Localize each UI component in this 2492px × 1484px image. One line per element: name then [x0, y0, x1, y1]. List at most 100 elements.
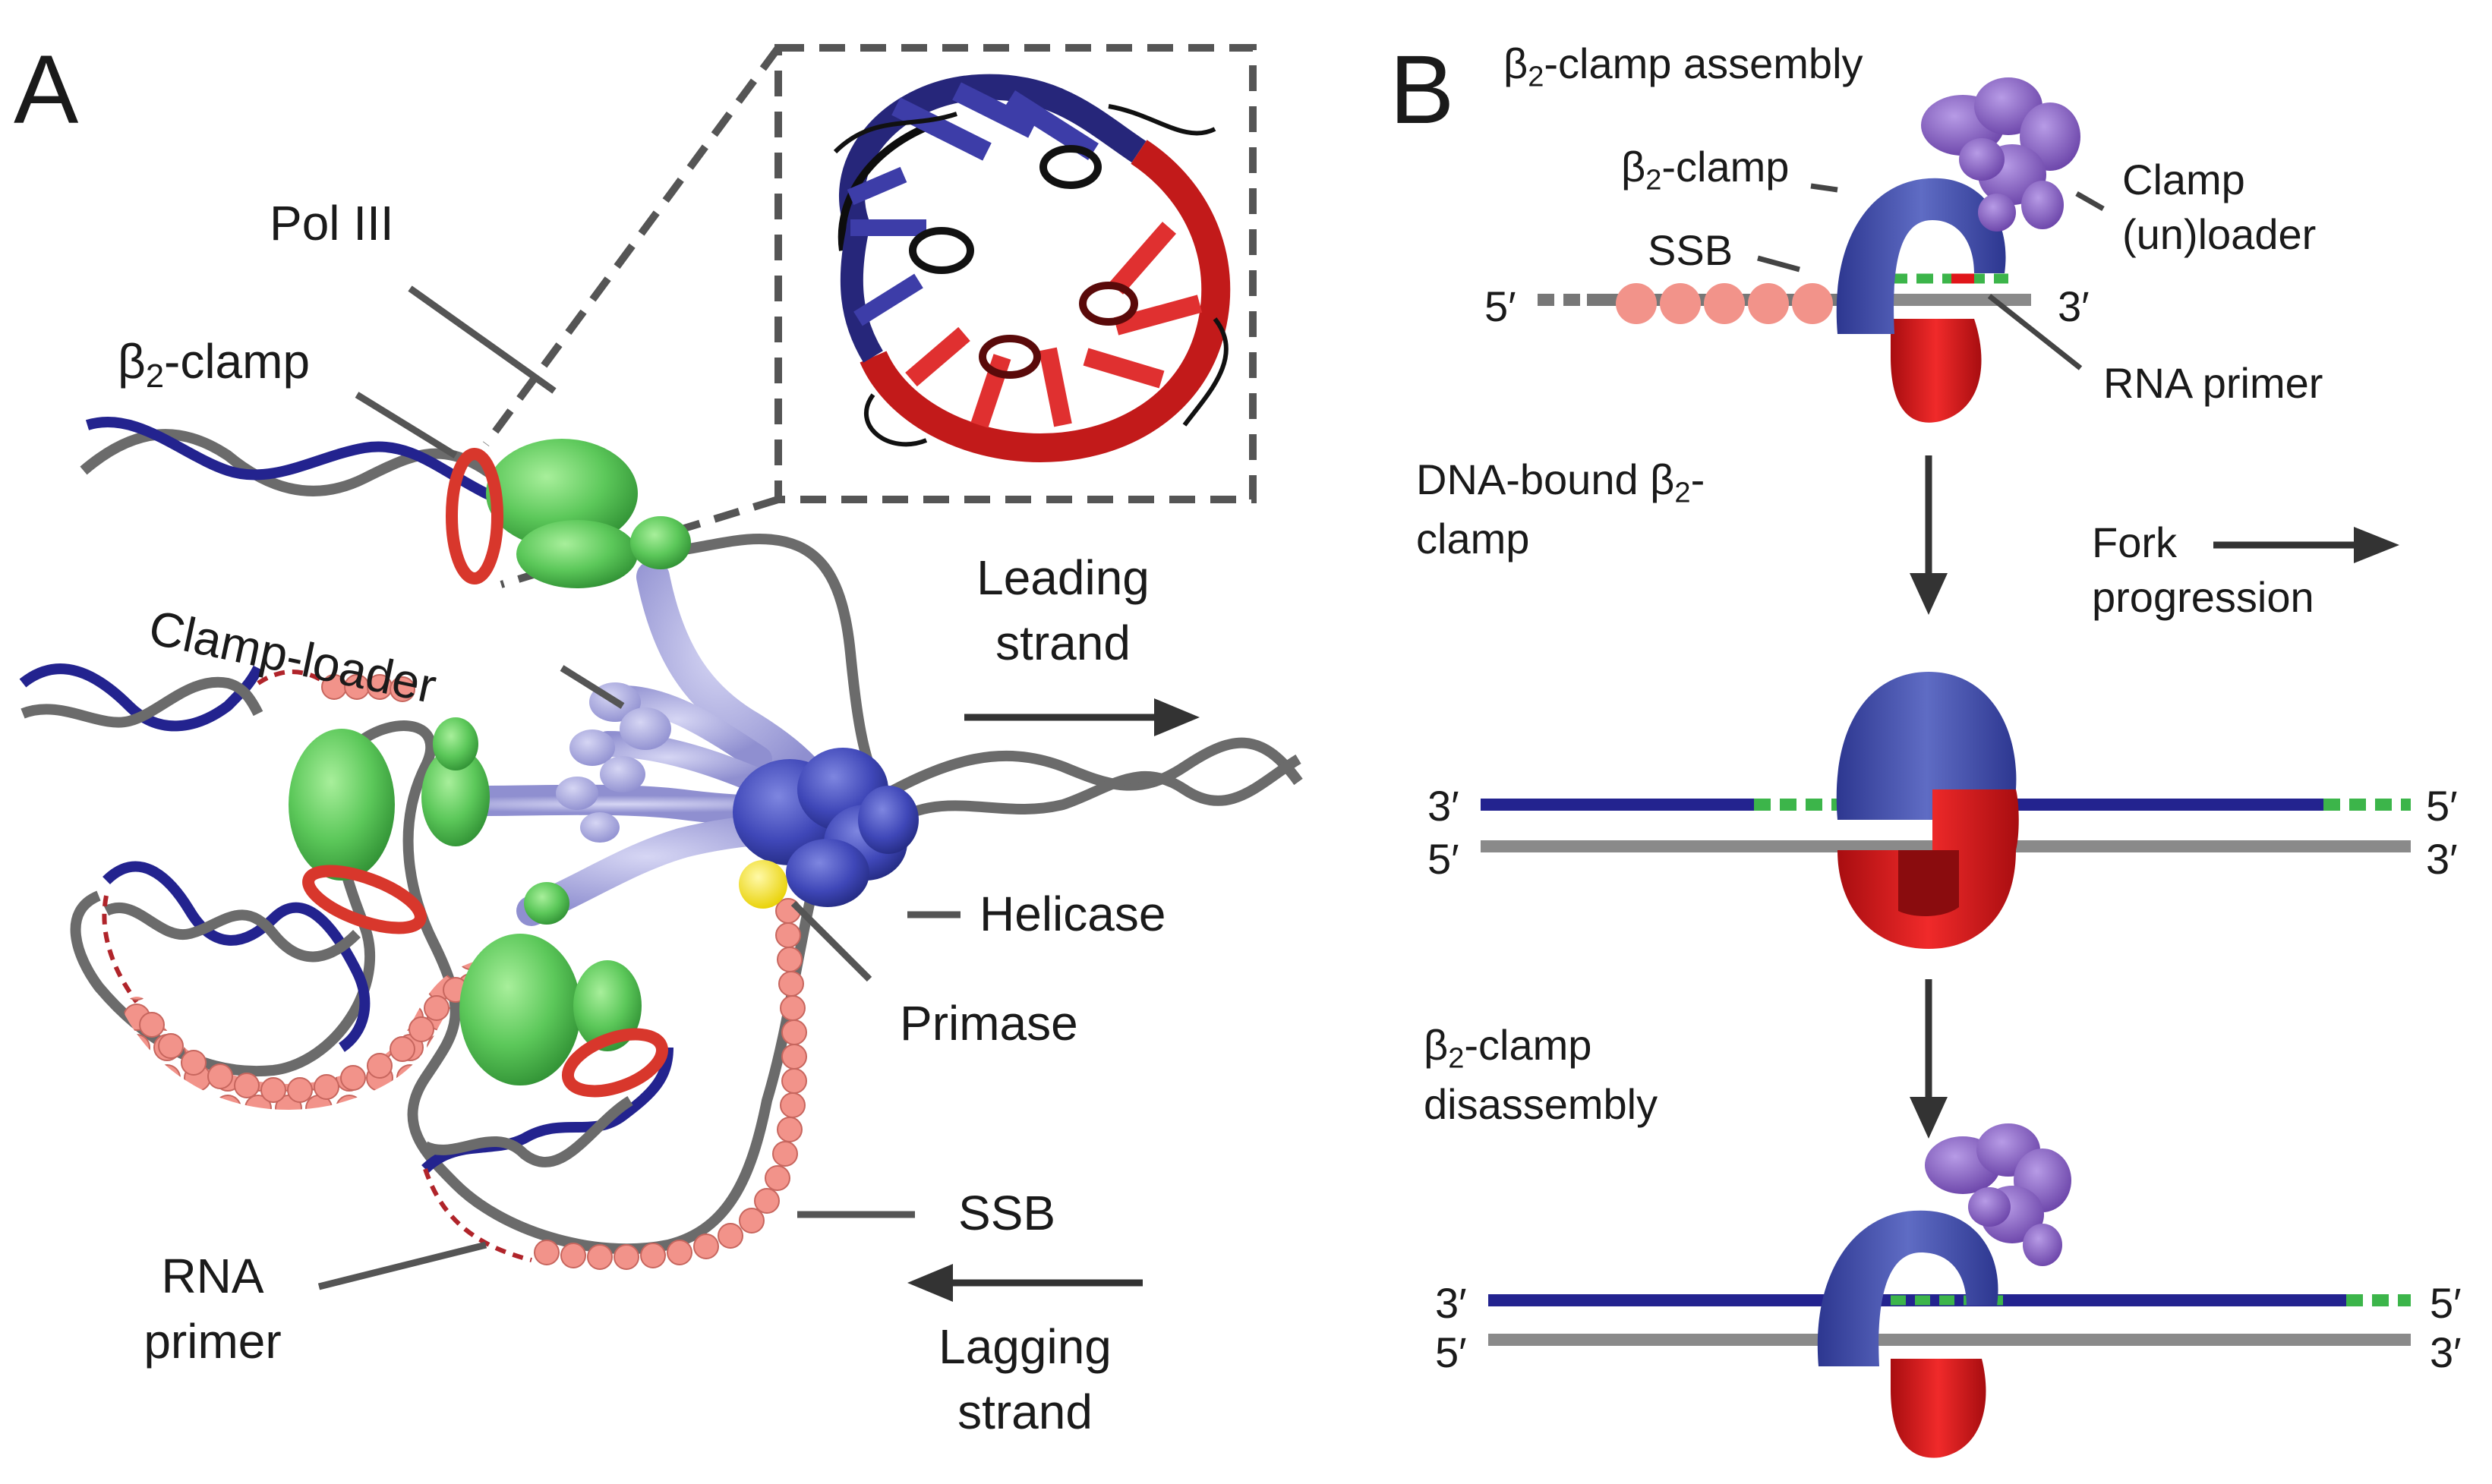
fork-progression-arrowhead: [2354, 527, 2399, 563]
pol3-leading: [486, 439, 691, 588]
helicase-hexamer: [733, 748, 919, 907]
clamp-unloader-label-line1: Clamp: [2122, 156, 2245, 203]
disassembly-label-prefix: β: [1424, 1021, 1449, 1069]
assembly-stage: [1538, 77, 2105, 423]
assembly-title-sub: 2: [1528, 61, 1544, 93]
assembly-title-prefix: β: [1503, 39, 1528, 87]
leading-strand-label-line2: strand: [995, 615, 1131, 670]
five-prime-top: 5′: [1484, 282, 1516, 330]
disassembly-label-line2: disassembly: [1424, 1080, 1658, 1129]
rna-primer-label-a-line2: primer: [144, 1313, 282, 1369]
rna-primer-label-b: RNA primer: [2103, 359, 2323, 407]
ssb-chain-left-beads: [139, 977, 468, 1103]
dna-bound-label-line2: clamp: [1416, 515, 1530, 563]
pol3-label: Pol III: [270, 196, 394, 250]
ssb-label-b: SSB: [1648, 226, 1733, 274]
three-prime-bottom-right: 3′: [2430, 1328, 2462, 1376]
ssb-beads-b: [1616, 283, 1833, 324]
clamp-top-blue-half: [1836, 178, 2006, 334]
lagging-strand-arrowhead: [907, 1264, 953, 1302]
beta-clamp-label-a-suffix: -clamp: [164, 334, 311, 389]
disassembly-label-sub: 2: [1448, 1042, 1465, 1075]
beta-clamp-label-b-suffix: -clamp: [1661, 143, 1790, 191]
rna-primer-label-a: RNA primer: [121, 1249, 304, 1369]
beta-clamp-label-a-prefix: β: [118, 334, 146, 389]
lagging-strand-template: [70, 720, 825, 1255]
clamp-loader-b-bottom: [1925, 1123, 2071, 1266]
rna-primer-label-a-line1: RNA: [161, 1249, 264, 1303]
dna-bound-label-sub: 2: [1674, 477, 1691, 509]
lagging-strand-label-line1: Lagging: [938, 1319, 1112, 1374]
primase: [739, 860, 787, 909]
beta-clamp-ring-leading: [446, 448, 503, 584]
beta-clamp-ring-lagging-2: [561, 1028, 669, 1098]
panel-a-letter: A: [14, 36, 79, 144]
parental-duplex-gray-2: [893, 754, 1301, 825]
five-prime-mid-right: 5′: [2426, 782, 2458, 830]
three-prime-mid-left: 3′: [1427, 782, 1459, 830]
dna-bound-label-suffix: -: [1690, 455, 1705, 503]
leading-strand-label-line1: Leading: [976, 550, 1150, 605]
clamp-loader-b-top: [1921, 77, 2080, 232]
clamp-loader-leader-line: [560, 665, 625, 709]
five-prime-bottom-left: 5′: [1435, 1328, 1467, 1376]
panel-b-diagram: [1481, 77, 2411, 1458]
helicase-label: Helicase: [979, 887, 1166, 941]
clamp-unloader-label-line2: (un)loader: [2122, 210, 2317, 259]
fork-label-line1: Fork: [2092, 518, 2177, 566]
assembly-title: β2-clamp assembly: [1503, 39, 1863, 94]
leading-strand-template: [620, 533, 901, 816]
clamp-middle-blue: [1836, 672, 2017, 820]
beta-clamp-ring-lagging-1: [302, 865, 427, 934]
okazaki-duplex-gray-3: [422, 1096, 633, 1167]
primase-leader-line: [790, 900, 872, 982]
three-prime-top: 3′: [2058, 282, 2090, 330]
ssb-beads-top: [321, 674, 415, 702]
pol3-lagging-2: [459, 882, 642, 1085]
rna-primer-leader-line: [317, 1241, 487, 1290]
inset-callout-line-top: [482, 46, 782, 446]
fork-progression-label: Fork progression: [2092, 518, 2314, 622]
leading-strand-arrowhead: [1154, 698, 1200, 736]
assembly-title-suffix: -clamp assembly: [1544, 39, 1863, 87]
three-prime-mid-right: 3′: [2426, 835, 2458, 883]
clamp-unloader-label: Clamp (un)loader: [2122, 156, 2316, 260]
beta-clamp-label-b: β2-clamp: [1621, 143, 1789, 197]
assembly-arrowhead: [1910, 573, 1948, 615]
beta-clamp-label-a: β2-clamp: [118, 334, 310, 395]
rna-primer-dashed-2: [102, 895, 139, 1004]
panel-b-letter: B: [1390, 36, 1455, 144]
clamp-bottom-red-half: [1891, 1359, 1986, 1458]
primase-label: Primase: [900, 996, 1078, 1051]
fork-label-line2: progression: [2092, 573, 2314, 622]
disassembly-arrowhead: [1910, 1097, 1948, 1139]
ssb-chain-bottom-beads: [534, 898, 807, 1270]
beta-clamp-leader-line: [355, 392, 458, 458]
disassembly-label-suffix: -clamp: [1464, 1021, 1592, 1069]
leading-strand-label: Leading strand: [953, 550, 1173, 671]
dna-bound-label-line1: DNA-bound β2-: [1416, 455, 1705, 510]
disassembly-label-line1: β2-clamp: [1424, 1021, 1658, 1076]
five-prime-mid-left: 5′: [1427, 835, 1459, 883]
dna-bound-stage: [1481, 672, 2411, 949]
okazaki-duplex-gray-1: [21, 676, 263, 728]
panel-a-diagram: [19, 44, 1303, 1302]
beta-clamp-label-a-sub: 2: [145, 358, 165, 395]
beta-clamp-label-b-sub: 2: [1645, 164, 1662, 197]
clamp-top-red-half: [1891, 319, 1982, 423]
inset-beta-clamp-structure: [833, 74, 1231, 463]
clamp-bottom-blue-half: [1817, 1210, 1998, 1366]
okazaki-duplex-gray-2: [103, 902, 361, 963]
three-prime-bottom-left: 3′: [1435, 1279, 1467, 1327]
beta-clamp-label-b-prefix: β: [1621, 143, 1646, 191]
five-prime-bottom-right: 5′: [2430, 1279, 2462, 1327]
inset-structure-box: [774, 44, 1257, 503]
ssb-chain-left: [124, 959, 499, 1111]
disassembly-stage: [1488, 1123, 2411, 1458]
dna-bound-label: DNA-bound β2- clamp: [1416, 455, 1705, 564]
okazaki-duplex-blue-2: [103, 861, 371, 1052]
pol3-lagging-1: [289, 717, 490, 881]
